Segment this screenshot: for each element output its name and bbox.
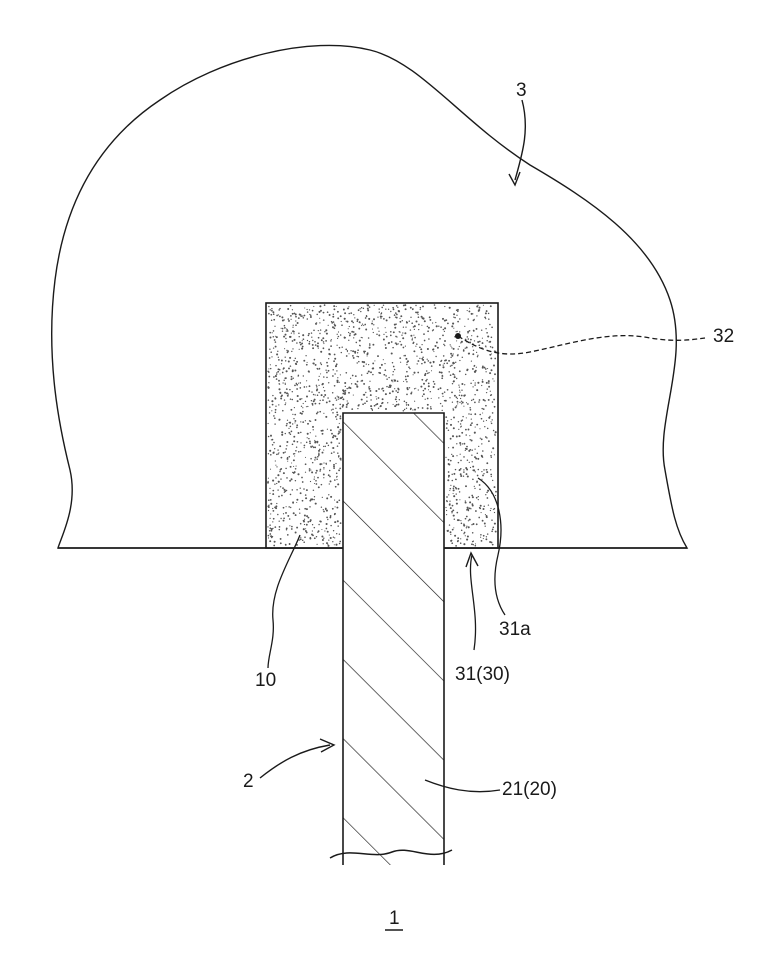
label-31a: 31a (499, 619, 531, 640)
leader-10 (268, 535, 300, 668)
label-2: 2 (243, 771, 254, 792)
shaft-member (330, 413, 452, 865)
label-3: 3 (516, 80, 527, 101)
label-figure-ref: 1 (389, 908, 400, 929)
label-10: 10 (255, 670, 276, 691)
leader-31-30 (470, 555, 475, 650)
label-31-30: 31(30) (455, 664, 510, 685)
leader-3 (515, 100, 525, 180)
leader-2 (260, 745, 330, 778)
label-32: 32 (713, 326, 734, 347)
label-21-20: 21(20) (502, 779, 557, 800)
